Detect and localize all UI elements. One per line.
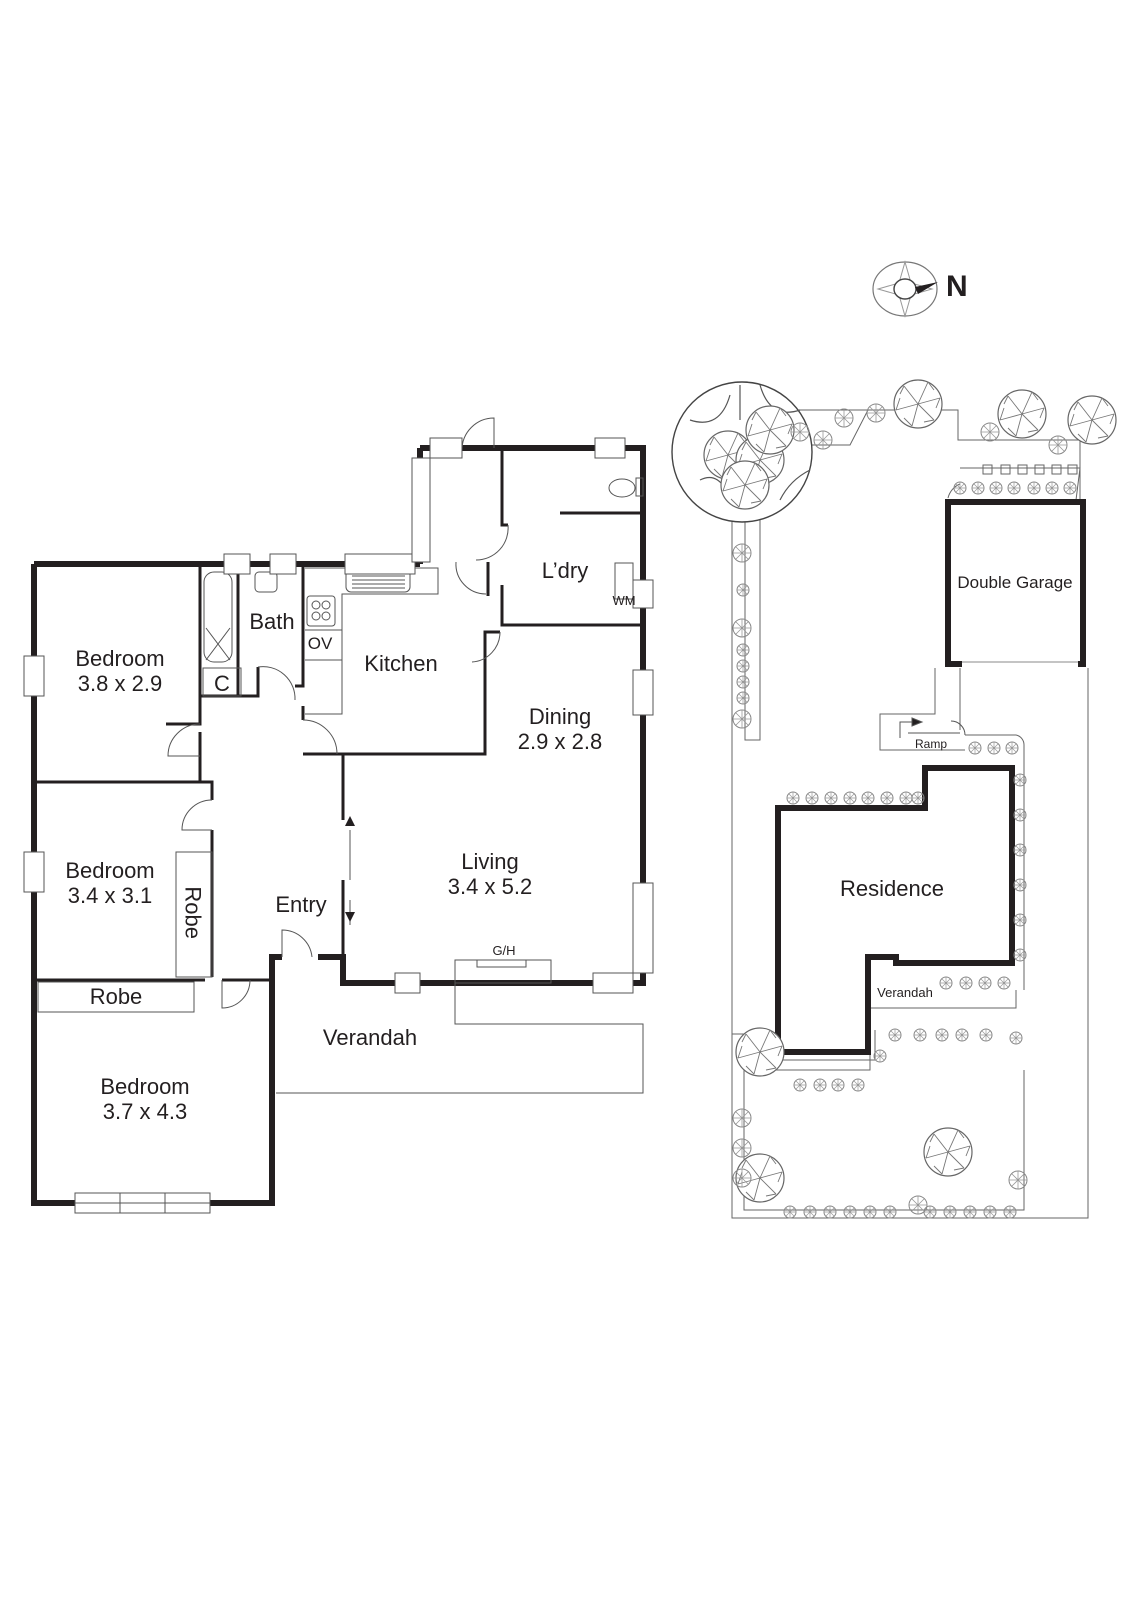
site-residence: Residence bbox=[840, 876, 944, 901]
room-size: 3.4 x 5.2 bbox=[447, 874, 533, 900]
windows bbox=[23, 437, 654, 1214]
room-bedroom-1: Bedroom 3.8 x 2.9 bbox=[50, 646, 190, 697]
residence-outline bbox=[775, 765, 1015, 1055]
room-cupboard: C bbox=[214, 671, 230, 696]
room-dining: Dining 2.9 x 2.8 bbox=[500, 704, 620, 755]
large-tree-icon bbox=[671, 381, 813, 523]
ramp bbox=[899, 717, 966, 738]
room-bedroom-3: Bedroom 3.7 x 4.3 bbox=[75, 1074, 215, 1125]
room-living: Living 3.4 x 5.2 bbox=[430, 849, 550, 900]
door-swings bbox=[167, 417, 509, 1009]
room-size: 3.4 x 3.1 bbox=[67, 883, 153, 909]
north-label: N bbox=[946, 270, 968, 303]
site-verandah: Verandah bbox=[877, 985, 933, 1000]
room-name: Dining bbox=[528, 704, 592, 729]
room-size: 3.8 x 2.9 bbox=[77, 671, 163, 697]
room-laundry: L’dry bbox=[541, 558, 589, 583]
garage-outline bbox=[945, 499, 1086, 667]
washing-machine-label: WM bbox=[612, 593, 636, 608]
oven-label: OV bbox=[307, 634, 333, 653]
room-name: Living bbox=[461, 849, 519, 874]
room-robe-bedroom-2: Robe bbox=[180, 886, 206, 939]
bollards bbox=[982, 464, 1078, 475]
room-name: Bedroom bbox=[75, 646, 165, 671]
site-double-garage: Double Garage bbox=[957, 573, 1073, 592]
fixtures bbox=[37, 477, 644, 1094]
gas-heater-label: G/H bbox=[492, 943, 516, 958]
room-bath: Bath bbox=[249, 609, 295, 634]
room-robe-bedroom-3: Robe bbox=[89, 984, 143, 1009]
room-size: 3.7 x 4.3 bbox=[102, 1099, 188, 1125]
compass-icon bbox=[872, 260, 938, 318]
room-bedroom-2: Bedroom 3.4 x 3.1 bbox=[40, 858, 180, 909]
site-ramp: Ramp bbox=[914, 737, 947, 751]
sliding-door-arrow bbox=[345, 816, 355, 925]
room-name: Bedroom bbox=[100, 1074, 190, 1099]
room-kitchen: Kitchen bbox=[364, 651, 438, 676]
room-name: Bedroom bbox=[65, 858, 155, 883]
room-verandah: Verandah bbox=[322, 1025, 418, 1050]
room-size: 2.9 x 2.8 bbox=[517, 729, 603, 755]
room-entry: Entry bbox=[275, 892, 327, 917]
